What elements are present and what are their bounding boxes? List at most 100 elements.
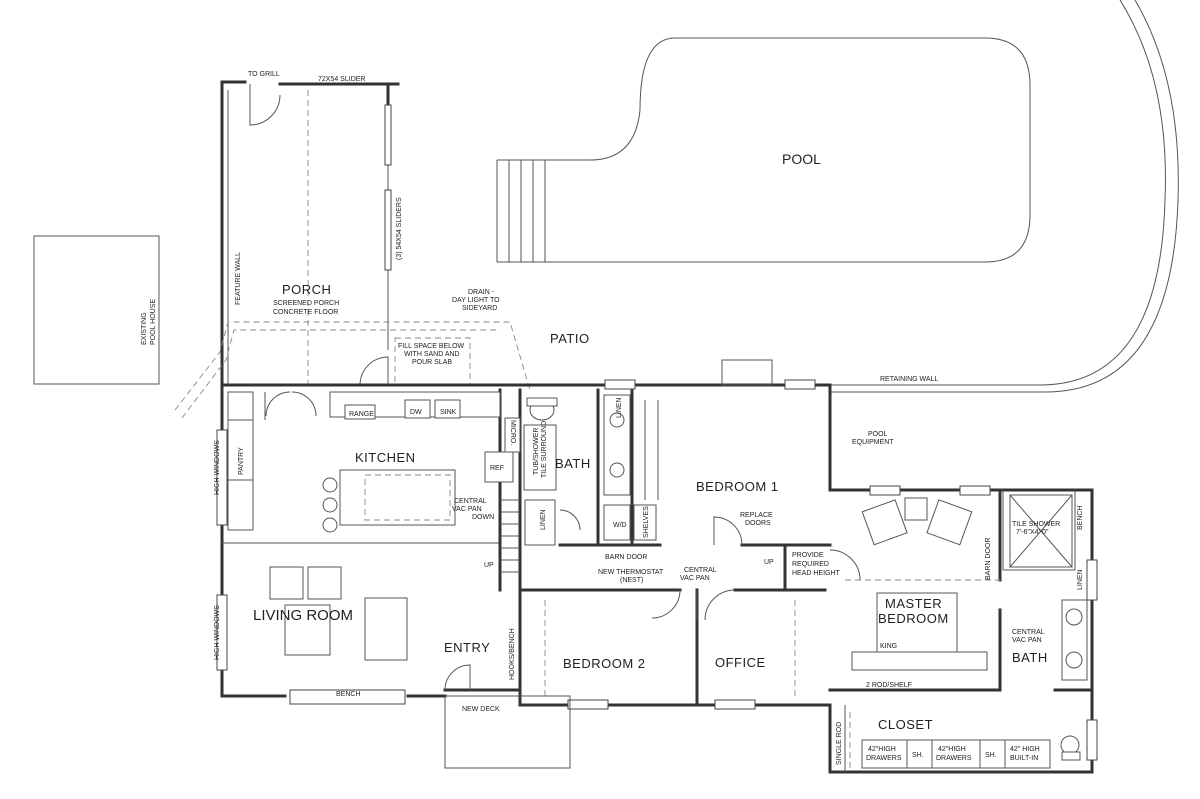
- note-high-windows-2: HIGH WINDOWS: [214, 605, 221, 660]
- note-barn-door: BARN DOOR: [605, 554, 647, 561]
- note-vac-1: CENTRAL: [454, 498, 487, 505]
- room-label-bath: BATH: [555, 456, 591, 471]
- master-furniture: [829, 494, 1088, 761]
- note-fill-1: FILL SPACE BELOW: [398, 343, 465, 350]
- stairs: [500, 499, 520, 573]
- note-linen-hall: LINEN: [616, 397, 623, 418]
- note-sliders: (3) 54X54 SLIDERS: [396, 197, 403, 260]
- room-label-office: OFFICE: [715, 655, 766, 670]
- note-up-2: UP: [764, 559, 774, 566]
- note-tub-1: TUB/SHOWER: [533, 428, 540, 475]
- note-screened-porch: SCREENED PORCH: [273, 300, 339, 307]
- room-label-living-room: LIVING ROOM: [253, 607, 353, 624]
- room-label-entry: ENTRY: [444, 640, 490, 655]
- room-label-kitchen: KITCHEN: [355, 450, 416, 465]
- note-builtin-2: BUILT-IN: [1010, 755, 1038, 762]
- note-pool-equipment-2: EQUIPMENT: [852, 439, 894, 446]
- note-linen-bath: LINEN: [540, 509, 547, 530]
- note-vac-3: DOWN: [472, 514, 494, 521]
- note-high-windows-1: HIGH WINDOWS: [214, 440, 221, 495]
- note-to-grill: TO GRILL: [248, 71, 280, 78]
- note-shelves: SHELVES: [643, 506, 650, 538]
- note-micro: MICRO.: [509, 420, 516, 445]
- note-pool-house: POOL HOUSE: [150, 299, 157, 345]
- room-label-master-2: BEDROOM: [878, 611, 949, 626]
- note-king: KING: [880, 643, 897, 650]
- note-builtin-1: 42" HIGH: [1010, 746, 1040, 753]
- note-vac-2: VAC PAN: [452, 506, 482, 513]
- note-new-deck: NEW DECK: [462, 706, 500, 713]
- bedroom1-doors: [644, 400, 743, 546]
- room-label-master-1: MASTER: [885, 596, 942, 611]
- pool-steps: [496, 159, 545, 263]
- note-linen-master: LINEN: [1077, 569, 1084, 590]
- note-ref: REF: [490, 465, 504, 472]
- note-barn-door-master: BARN DOOR: [985, 538, 992, 580]
- note-vacpan-1: CENTRAL: [684, 567, 717, 574]
- note-drawers1-2: DRAWERS: [866, 755, 902, 762]
- note-provide-2: REQUIRED: [792, 561, 829, 568]
- note-hooks-bench: HOOKS/BENCH: [509, 628, 516, 680]
- note-feature-wall: FEATURE WALL: [235, 252, 242, 305]
- room-label-closet: CLOSET: [878, 717, 933, 732]
- note-master-vac-1: CENTRAL: [1012, 629, 1045, 636]
- kitchen-fixtures: [227, 391, 521, 533]
- living-furniture: [269, 566, 408, 661]
- room-label-bedroom1: BEDROOM 1: [696, 479, 779, 494]
- note-drain-3: SIDEYARD: [462, 305, 497, 312]
- room-label-pool: POOL: [782, 151, 821, 167]
- note-thermostat-2: (NEST): [620, 577, 643, 584]
- room-label-porch: PORCH: [282, 282, 331, 297]
- note-bench: BENCH: [336, 691, 361, 698]
- windows: [289, 379, 1098, 761]
- note-drawers2-2: DRAWERS: [936, 755, 972, 762]
- note-sink: SINK: [440, 409, 457, 416]
- note-thermostat-1: NEW THERMOSTAT: [598, 569, 664, 576]
- high-windows-kitchen: [216, 429, 228, 526]
- note-sh1: SH.: [912, 752, 924, 759]
- note-fill-3: POUR SLAB: [412, 359, 452, 366]
- bath-fixtures: [523, 394, 657, 546]
- room-label-bedroom2: BEDROOM 2: [563, 656, 646, 671]
- drain-line: [174, 321, 531, 419]
- note-range: RANGE: [349, 411, 374, 418]
- note-rod-shelf: 2 ROD/SHELF: [866, 682, 912, 689]
- note-dw: DW: [410, 409, 422, 416]
- labels: POOL PATIO PORCH KITCHEN LIVING ROOM ENT…: [141, 71, 1084, 765]
- closet-builtins: [849, 712, 1051, 769]
- porch: [220, 80, 400, 387]
- note-pantry: PANTRY: [238, 447, 245, 475]
- note-drawers2-1: 42"HIGH: [938, 746, 966, 753]
- note-drain-2: DAY LIGHT TO: [452, 297, 500, 304]
- note-sh2: SH.: [985, 752, 997, 759]
- note-slider: 72X54 SLIDER: [318, 76, 365, 83]
- existing-pool-house: [33, 235, 160, 385]
- note-existing: EXISTING: [141, 312, 148, 345]
- room-label-master-bath: BATH: [1012, 650, 1048, 665]
- note-concrete-floor: CONCRETE FLOOR: [273, 309, 338, 316]
- pool: [496, 37, 1031, 263]
- retaining-wall: [830, 0, 1179, 393]
- note-wd: W/D: [613, 522, 627, 529]
- room-label-patio: PATIO: [550, 331, 590, 346]
- note-tile-shower-2: 7'-6"X4'-0": [1016, 529, 1049, 536]
- house-walls: [220, 359, 1094, 774]
- note-single-rod: SINGLE ROD: [836, 722, 843, 765]
- new-deck: [444, 695, 571, 769]
- note-retaining-wall: RETAINING WALL: [880, 376, 938, 383]
- note-fill-2: WITH SAND AND: [404, 351, 460, 358]
- note-pool-equipment-1: POOL: [868, 431, 888, 438]
- note-vacpan-2: VAC PAN: [680, 575, 710, 582]
- note-provide-1: PROVIDE: [792, 552, 824, 559]
- note-replace-2: DOORS: [745, 520, 771, 527]
- note-up-1: UP: [484, 562, 494, 569]
- note-replace-1: REPLACE: [740, 512, 773, 519]
- note-drawers1-1: 42"HIGH: [868, 746, 896, 753]
- note-master-vac-2: VAC PAN: [1012, 637, 1042, 644]
- note-tile-shower-1: TILE SHOWER: [1012, 521, 1060, 528]
- doors-hall: [444, 589, 796, 700]
- note-tub-2: TILE SURROUND: [541, 421, 548, 478]
- note-bench-master: BENCH: [1077, 505, 1084, 530]
